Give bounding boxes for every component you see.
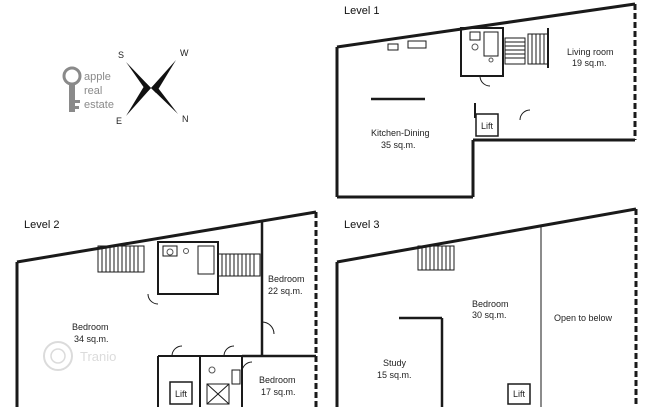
- level-3-title: Level 3: [344, 219, 379, 231]
- room-l2-bedroom-big: Bedroom 34 sq.m.: [72, 322, 109, 344]
- level-2-stairs-left: [97, 245, 145, 273]
- room-name: Bedroom: [268, 274, 305, 284]
- level-1-stairs: [504, 33, 549, 65]
- room-name: Bedroom: [472, 299, 509, 309]
- room-area: 19 sq.m.: [572, 58, 607, 68]
- room-l1-kitchen: Kitchen-Dining 35 sq.m.: [371, 128, 430, 150]
- brand-logo: apple real estate: [62, 66, 114, 112]
- room-area: 30 sq.m.: [472, 310, 507, 320]
- room-area: 17 sq.m.: [261, 387, 296, 397]
- compass-label-n: N: [182, 114, 189, 124]
- compass-label-e: E: [116, 116, 122, 126]
- compass-rose: S W E N: [116, 48, 189, 126]
- room-l1-living: Living room 19 sq.m.: [567, 47, 614, 68]
- l2-lift-label: Lift: [175, 389, 188, 399]
- l1-lift-label: Lift: [481, 121, 494, 131]
- room-l3-open-to-below: Open to below: [554, 313, 613, 323]
- compass-needle-se: [151, 84, 178, 114]
- level-1-title: Level 1: [344, 5, 379, 17]
- room-name: Study: [383, 358, 407, 368]
- room-area: 34 sq.m.: [74, 334, 109, 344]
- level-1-bath-fixtures: [471, 43, 494, 63]
- room-area: 15 sq.m.: [377, 370, 412, 380]
- logo-line-2: real: [84, 85, 102, 97]
- room-l2-bedroom-right: Bedroom 22 sq.m.: [268, 274, 305, 296]
- room-l2-bedroom-small: Bedroom 17 sq.m.: [259, 375, 296, 397]
- compass-label-s: S: [118, 50, 124, 60]
- pin-icon: [62, 66, 82, 112]
- level-2-stairs-right: [217, 253, 261, 277]
- level-3-plan: [335, 207, 638, 407]
- room-name: Living room: [567, 47, 614, 57]
- logo-line-3: estate: [84, 99, 114, 111]
- room-l3-study: Study 15 sq.m.: [377, 358, 412, 380]
- room-l3-bedroom: Bedroom 30 sq.m.: [472, 299, 509, 320]
- level-2-bath-fixtures: [166, 248, 216, 374]
- level-2-title: Level 2: [24, 219, 59, 231]
- logo-line-1: apple: [84, 71, 111, 83]
- level-1-plan: [335, 2, 637, 199]
- room-name: Bedroom: [72, 322, 109, 332]
- room-area: 22 sq.m.: [268, 286, 303, 296]
- room-area: 35 sq.m.: [381, 140, 416, 150]
- l3-lift-label: Lift: [513, 389, 526, 399]
- watermark-text: Tranio: [80, 349, 116, 364]
- room-name: Bedroom: [259, 375, 296, 385]
- room-name: Kitchen-Dining: [371, 128, 430, 138]
- tranio-watermark: Tranio: [43, 341, 116, 371]
- level-3-stairs: [417, 245, 455, 271]
- compass-needle-ne: [151, 60, 176, 93]
- compass-label-w: W: [180, 48, 189, 58]
- compass-needle-sw: [126, 83, 151, 116]
- level-2-plan: [15, 210, 318, 407]
- compass-needle-nw: [126, 62, 151, 92]
